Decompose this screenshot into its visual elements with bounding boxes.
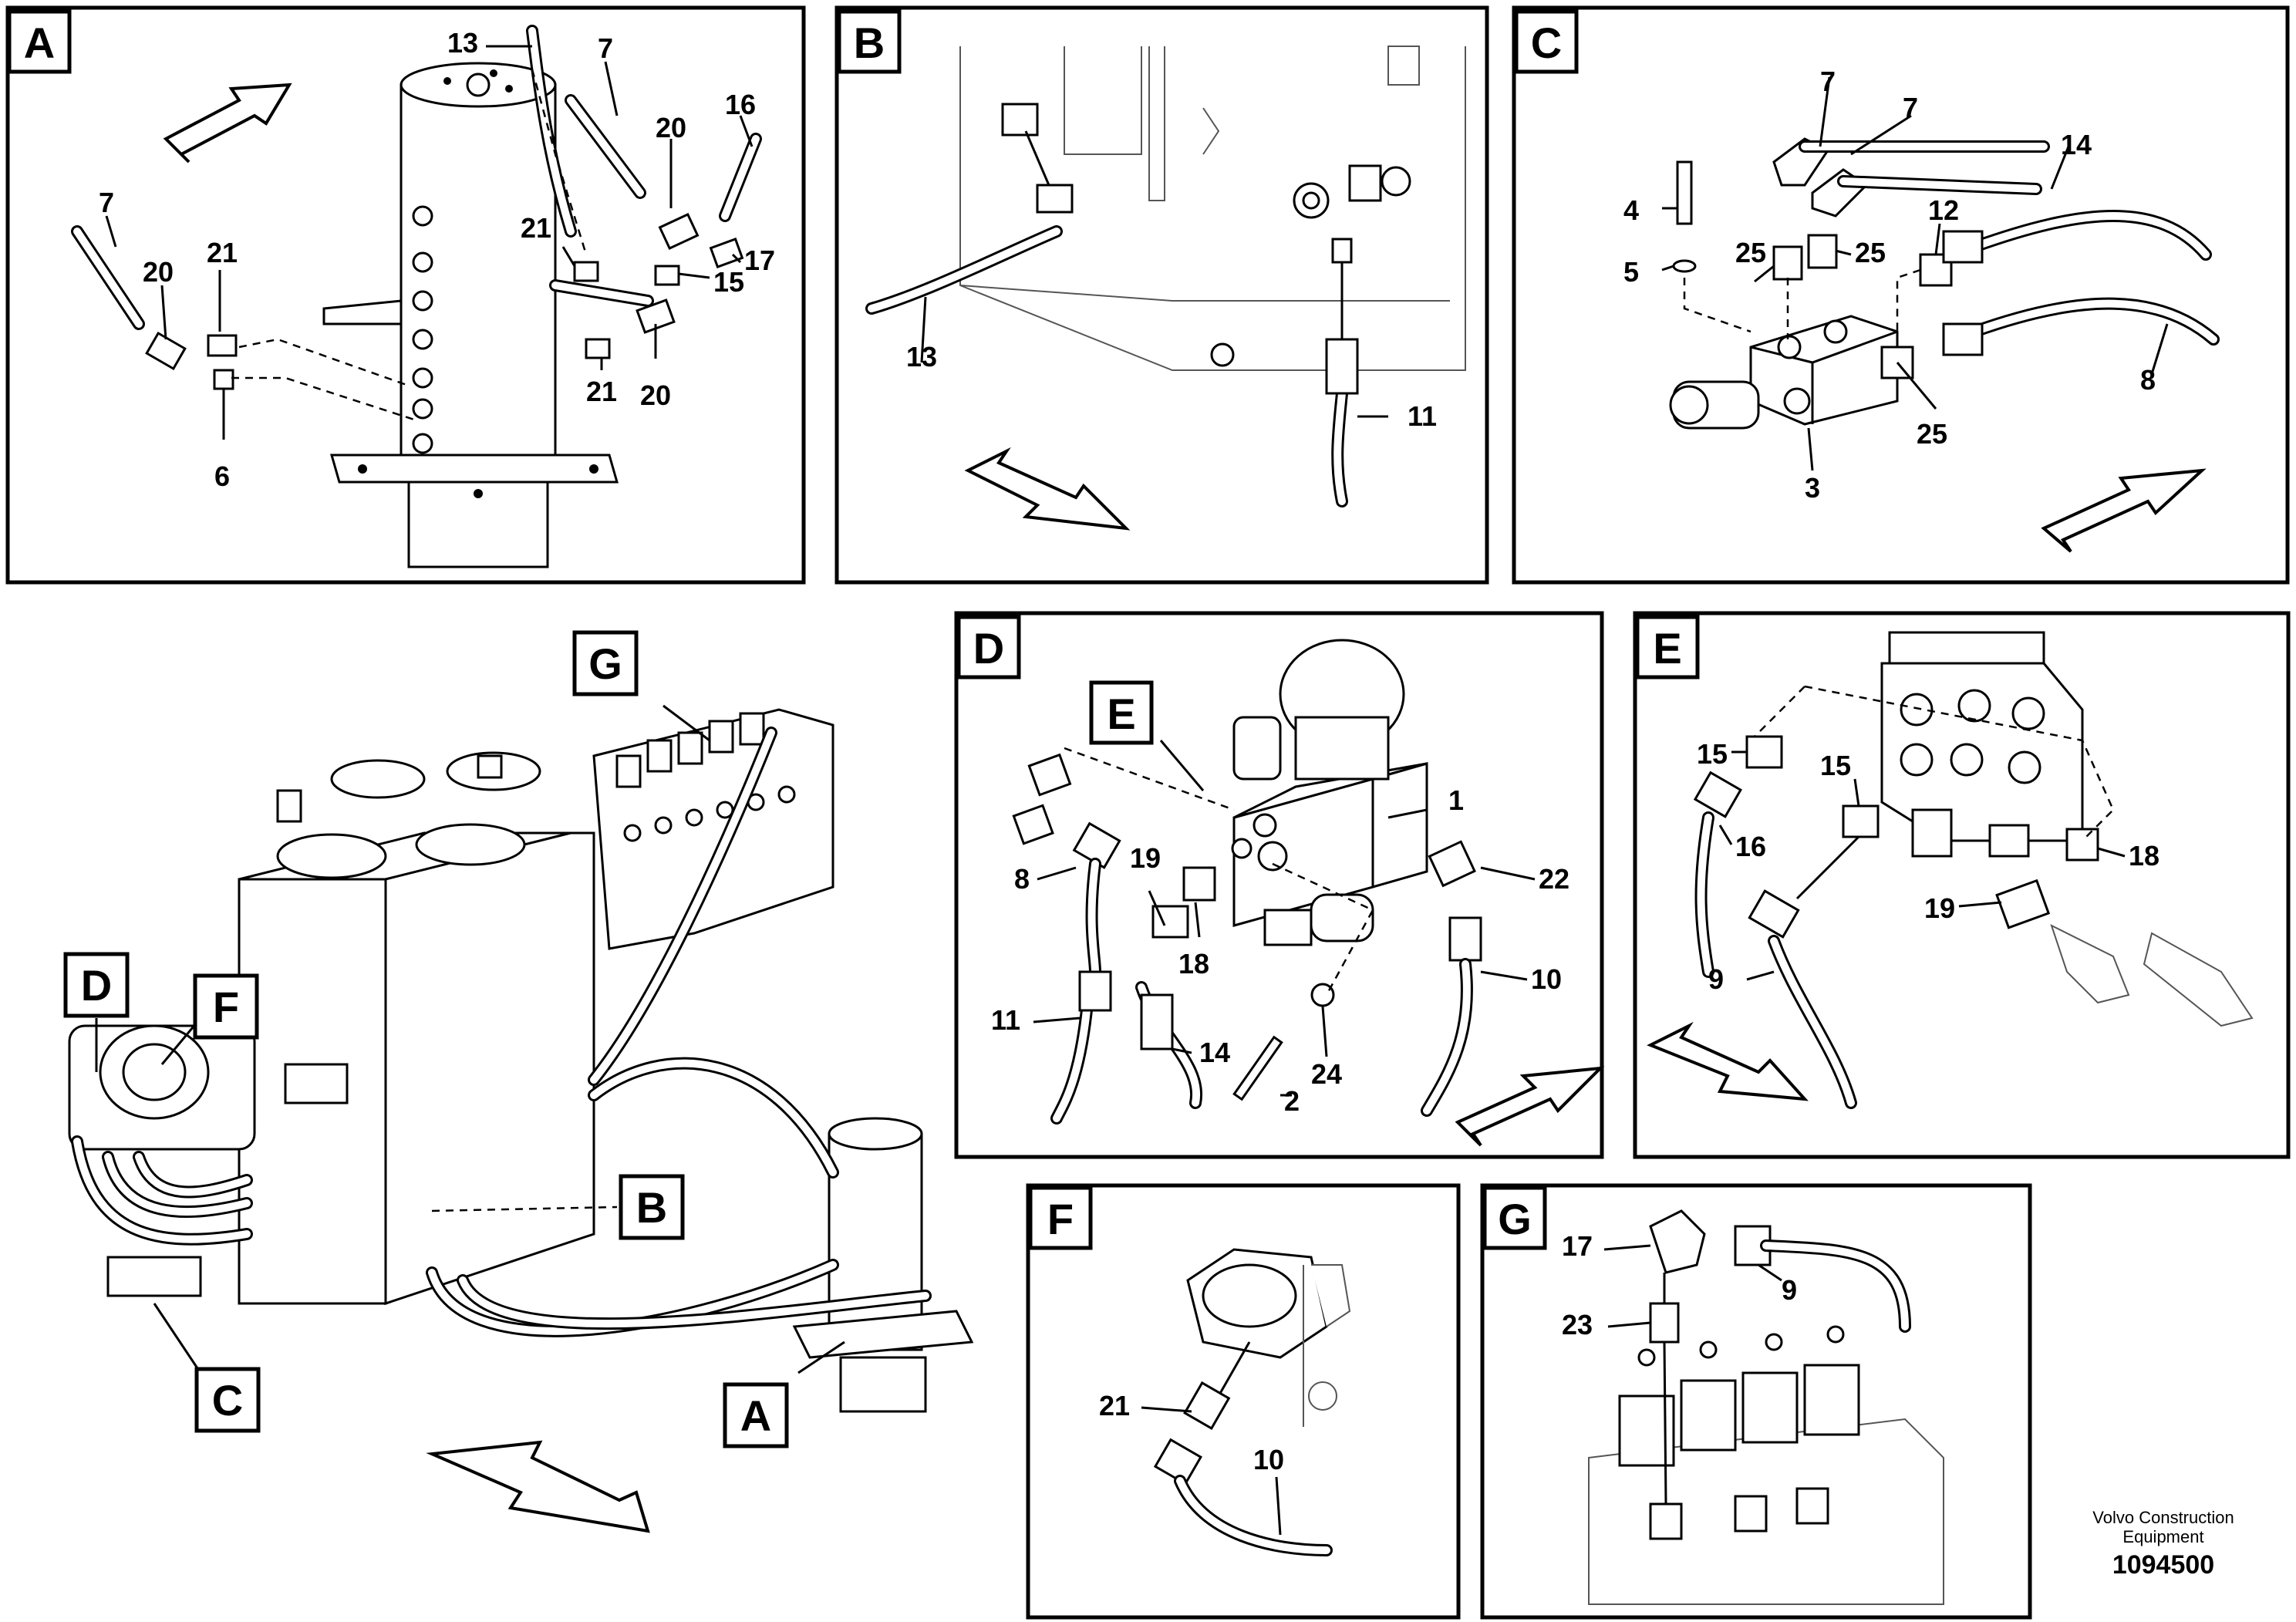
callout-number: 15: [713, 266, 744, 298]
callout-number: 17: [1562, 1230, 1593, 1262]
panel-f-tag: F: [1047, 1195, 1074, 1243]
callout-number: 9: [1708, 963, 1724, 995]
drawing-number: 1094500: [2112, 1550, 2214, 1580]
callout-number: 5: [1623, 256, 1639, 288]
panel-b-tag: B: [854, 19, 885, 67]
panel-c: [1512, 5, 2290, 585]
callout-number: 6: [214, 460, 230, 492]
panel-e-direction-arrow: [1647, 1021, 1809, 1101]
overview-tag-b: B: [636, 1183, 667, 1232]
callout-number: 24: [1311, 1058, 1342, 1090]
footer: Volvo Construction Equipment 1094500: [2092, 1508, 2234, 1580]
callout-number: 23: [1562, 1309, 1593, 1340]
callout-number: 7: [99, 187, 114, 218]
panel-d-direction-arrow: [1455, 1066, 1605, 1147]
footer-company-line1: Volvo Construction: [2092, 1508, 2234, 1527]
panel-f: [1026, 1183, 1461, 1620]
panel-d-inner-tag: E: [1107, 690, 1135, 738]
callout-number: 3: [1805, 472, 1820, 504]
overview-machine: [68, 704, 974, 1533]
callout-number: 15: [1697, 738, 1728, 770]
callout-number: 15: [1820, 750, 1851, 781]
callout-number: 19: [1924, 892, 1955, 924]
callout-number: 13: [906, 341, 937, 373]
tag-boxes: A B C D E E F G G D F B C A: [7, 9, 1700, 1448]
callout-number: 11: [1408, 400, 1437, 432]
callout-number: 17: [744, 244, 775, 276]
callout-number: 25: [1855, 237, 1886, 268]
callout-number: 21: [1099, 1390, 1130, 1421]
callout-number: 13: [447, 27, 478, 59]
callout-number: 12: [1928, 194, 1959, 226]
callout-number: 22: [1539, 863, 1569, 895]
panel-b-direction-arrow: [964, 447, 1131, 531]
callout-number: 1: [1448, 784, 1464, 816]
callout-number: 8: [2140, 364, 2156, 396]
callout-number: 10: [1253, 1444, 1284, 1475]
overview-tag-g: G: [588, 639, 622, 688]
callout-number: 16: [725, 89, 756, 120]
panel-d-tag: D: [973, 624, 1004, 673]
callout-number: 11: [991, 1004, 1020, 1036]
callout-number: 14: [2061, 129, 2092, 160]
callout-numbers: 13 7 20 16 7 21 15 17 20 21 21 20 6 13 1…: [99, 27, 2159, 1475]
panel-b: [834, 5, 1489, 585]
callout-number: 10: [1531, 963, 1562, 995]
panel-c-direction-arrow: [2041, 468, 2207, 553]
callout-number: 21: [586, 376, 617, 407]
panel-g-tag: G: [1498, 1195, 1532, 1243]
panel-a-swivel-cylinder: [322, 62, 619, 568]
panel-c-tag: C: [1531, 19, 1562, 67]
callout-number: 20: [143, 256, 174, 288]
callout-number: 18: [1178, 948, 1209, 980]
callout-number: 7: [598, 32, 613, 64]
overview-tag-c: C: [212, 1376, 243, 1425]
callout-number: 2: [1284, 1085, 1300, 1117]
panel-d: [954, 611, 1605, 1159]
panel-e: [1633, 611, 2291, 1159]
panel-a-tag: A: [24, 19, 55, 67]
callout-number: 14: [1199, 1037, 1230, 1068]
footer-company-line2: Equipment: [2122, 1527, 2203, 1546]
callout-number: 25: [1735, 237, 1766, 268]
callout-number: 25: [1917, 418, 1947, 450]
callout-number: 21: [521, 212, 551, 244]
callout-number: 7: [1820, 66, 1836, 97]
callout-number: 20: [640, 379, 671, 411]
panel-a: [5, 5, 806, 585]
overview-tag-f: F: [213, 983, 239, 1031]
callout-number: 16: [1735, 831, 1766, 862]
panel-a-direction-arrow: [163, 83, 292, 164]
callout-number: 21: [207, 237, 238, 268]
callout-number: 7: [1903, 92, 1918, 123]
callout-number: 4: [1623, 194, 1639, 226]
panel-g: [1480, 1183, 2032, 1620]
callout-number: 9: [1782, 1274, 1797, 1306]
overview-tag-d: D: [81, 961, 112, 1010]
panel-e-tag: E: [1653, 624, 1681, 673]
callout-number: 20: [656, 112, 686, 143]
overview-tag-a: A: [740, 1391, 771, 1440]
callout-number: 19: [1130, 842, 1161, 874]
callout-number: 8: [1014, 863, 1030, 895]
callout-number: 18: [2129, 840, 2159, 872]
overview-direction-arrow: [426, 1440, 650, 1533]
